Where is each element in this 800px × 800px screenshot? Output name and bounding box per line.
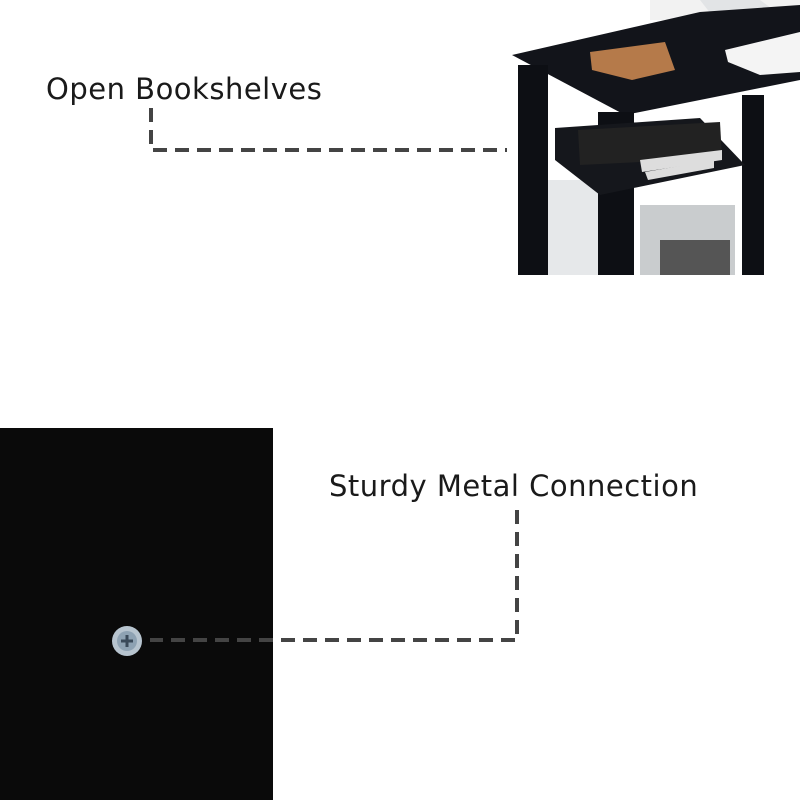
callout-sturdy-metal-connection: Sturdy Metal Connection	[329, 469, 699, 503]
books	[578, 122, 722, 165]
screw-icon	[112, 626, 142, 656]
computer-tower	[540, 180, 600, 275]
callout-open-bookshelves: Open Bookshelves	[46, 72, 323, 106]
callout-line-connection	[150, 510, 519, 642]
keyboard	[725, 32, 800, 75]
callout-line-bookshelves	[149, 108, 507, 152]
desk-photo	[512, 0, 800, 275]
wallet	[590, 42, 675, 80]
desk-panel	[0, 428, 273, 800]
